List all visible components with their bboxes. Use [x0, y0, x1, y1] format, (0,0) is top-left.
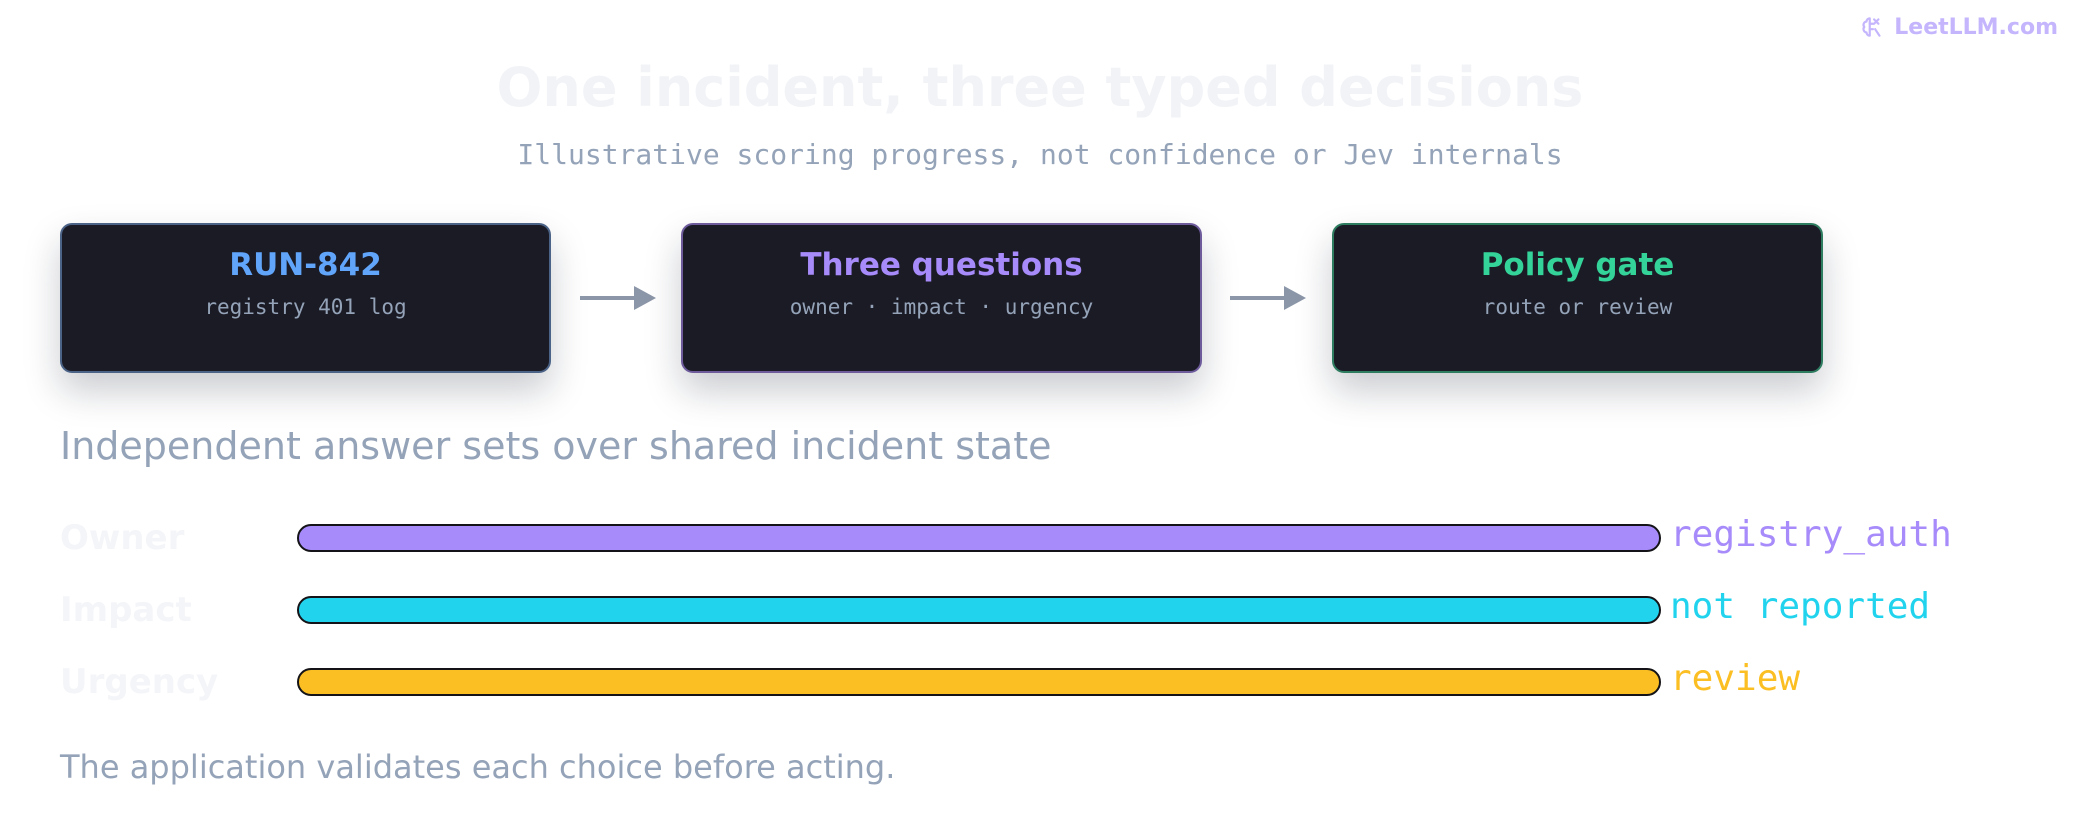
footer-note: The application validates each choice be…: [60, 748, 896, 786]
page-subtitle: Illustrative scoring progress, not confi…: [517, 138, 1563, 171]
brand[interactable]: LeetLLM.com: [1860, 14, 2058, 40]
row-label-urgency: Urgency: [60, 662, 219, 702]
section-label: Independent answer sets over shared inci…: [60, 424, 1052, 468]
bar-value-impact: not reported: [1670, 586, 1931, 627]
flow-node-subtitle: route or review: [1482, 295, 1673, 319]
brain-icon: [1862, 17, 1881, 37]
brand-name: LeetLLM.com: [1894, 14, 2058, 40]
flow-node-title: Policy gate: [1480, 247, 1675, 283]
flow-node-policy-gate: Policy gate route or review: [1332, 223, 1823, 373]
row-label-owner: Owner: [60, 518, 185, 558]
row-label-impact: Impact: [60, 590, 192, 630]
arrow-right-icon: [1230, 286, 1306, 310]
flow-node-title: Three questions: [800, 247, 1083, 283]
flow-node-run: RUN-842 registry 401 log: [60, 223, 551, 373]
flow-node-questions: Three questions owner · impact · urgency: [681, 223, 1202, 373]
flow-node-title: RUN-842: [229, 247, 382, 283]
arrow-right-icon: [580, 286, 656, 310]
flow-node-subtitle: owner · impact · urgency: [789, 295, 1094, 319]
bar-impact: [297, 596, 1661, 624]
bar-owner: [297, 524, 1661, 552]
page-title: One incident, three typed decisions: [496, 56, 1584, 119]
bar-value-owner: registry_auth: [1670, 514, 1952, 555]
flow-node-subtitle: registry 401 log: [204, 295, 407, 319]
bar-value-urgency: review: [1670, 658, 1801, 699]
bar-urgency: [297, 668, 1661, 696]
